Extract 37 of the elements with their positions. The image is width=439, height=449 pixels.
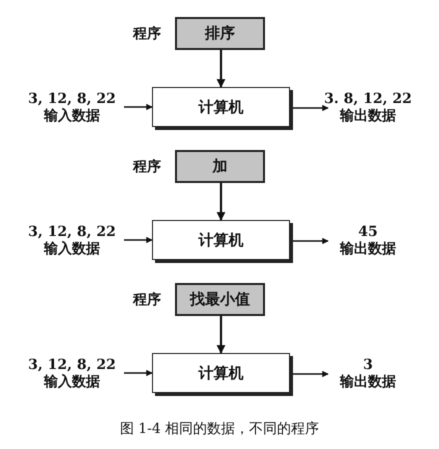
side-label: 程序 <box>133 24 161 42</box>
input-data <box>152 87 290 127</box>
arrow <box>124 236 153 244</box>
side-label: 程序 <box>133 158 161 176</box>
data-values: 3, 12, 8, 22 <box>28 357 116 374</box>
data-caption: 输出数据 <box>340 241 396 258</box>
arrow <box>124 104 153 110</box>
box-label: 找最小值 <box>190 290 250 309</box>
box-label: 计算机 <box>198 230 244 250</box>
box-label: 计算机 <box>198 98 244 116</box>
data-values: 3, 12, 8, 22 <box>28 224 116 241</box>
box-label: 计算机 <box>198 364 244 382</box>
arrow <box>293 104 329 112</box>
arrow <box>293 238 329 244</box>
arrow <box>293 370 329 378</box>
data-values: 45 <box>358 224 378 241</box>
data-caption: 输出数据 <box>340 108 396 125</box>
data-values: 3. 8, 12, 22 <box>324 91 412 108</box>
computer-box <box>175 150 265 183</box>
box-label: 加 <box>212 157 228 176</box>
output-data <box>152 220 290 260</box>
program-box <box>175 17 265 50</box>
arrow <box>216 50 226 88</box>
figure-caption: 图 1-4 相同的数据，不同的程序 <box>118 420 320 438</box>
data-caption: 输入数据 <box>44 108 100 125</box>
data-values: 3 <box>363 357 373 374</box>
arrow <box>216 183 226 221</box>
arrow <box>216 316 226 354</box>
data-values: 3, 12, 8, 22 <box>28 91 116 108</box>
data-caption: 输入数据 <box>44 241 100 258</box>
box-label: 排序 <box>205 24 235 43</box>
side-label: 程序 <box>133 290 161 308</box>
input-data <box>152 353 290 393</box>
program-box <box>175 283 265 316</box>
data-caption: 输出数据 <box>340 374 396 391</box>
arrow <box>124 370 153 376</box>
data-caption: 输入数据 <box>44 374 100 391</box>
